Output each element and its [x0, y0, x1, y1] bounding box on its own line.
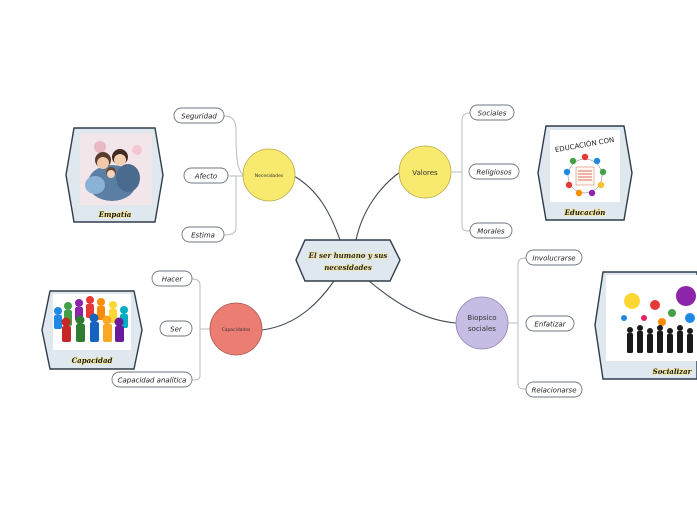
leaf-sociales[interactable]: Sociales: [469, 104, 515, 121]
leaf-label: Enfatizar: [534, 321, 566, 329]
leaf-relacionarse[interactable]: Relacionarse: [525, 381, 583, 398]
hub-connectors: [261, 171, 457, 331]
image-card-socializar[interactable]: Socializar: [594, 271, 697, 380]
hub-valores[interactable]: Valores: [398, 145, 452, 199]
leaf-label: Ser: [170, 326, 183, 334]
leaf-religiosos[interactable]: Religiosos: [468, 163, 520, 180]
leaf-label: Religiosos: [476, 169, 512, 177]
image-caption: Empatía: [98, 210, 132, 219]
hub-necesidades[interactable]: Necesidades: [242, 148, 296, 202]
hub-label: Necesidades: [255, 173, 284, 179]
image-caption: Capacidad: [72, 356, 113, 365]
hub-label: Valores: [412, 169, 438, 177]
leaf-morales[interactable]: Morales: [469, 222, 513, 239]
leaf-ser[interactable]: Ser: [159, 320, 193, 337]
necesidades-leaves: Seguridad Afecto Estima: [173, 107, 245, 243]
leaf-label: Capacidad analítica: [118, 377, 187, 385]
central-topic[interactable]: El ser humano y sus necesidades: [295, 239, 401, 282]
education-circle-image: [550, 130, 620, 202]
necesidades-brace: [223, 115, 245, 236]
capacidades-leaves: Hacer Ser Capacidad analítica: [111, 270, 211, 388]
connector-necesidades: [293, 175, 341, 241]
capacidades-brace: [191, 278, 211, 381]
connector-biopsico: [368, 280, 457, 324]
connector-capacidades: [261, 280, 335, 331]
leaf-label: Relacionarse: [531, 387, 576, 395]
leaf-label: Involucrarse: [532, 255, 575, 263]
hub-label-line2: sociales: [468, 325, 496, 333]
image-caption: Socializar: [653, 367, 693, 376]
leaf-label: Afecto: [194, 173, 217, 181]
leaf-label: Estima: [191, 232, 215, 240]
leaf-hacer[interactable]: Hacer: [151, 270, 193, 287]
hub-biopsico[interactable]: Biopsico sociales: [455, 296, 509, 350]
leaf-enfatizar[interactable]: Enfatizar: [525, 315, 575, 332]
connector-valores: [355, 171, 401, 241]
leaf-capacidad-analitica[interactable]: Capacidad analítica: [111, 371, 193, 388]
biopsico-leaves: Involucrarse Enfatizar Relacionarse: [508, 249, 583, 398]
leaf-estima[interactable]: Estima: [181, 226, 225, 243]
leaf-involucrarse[interactable]: Involucrarse: [525, 249, 583, 266]
image-card-empatia[interactable]: Empatía: [65, 127, 164, 223]
valores-leaves: Sociales Religiosos Morales: [452, 104, 520, 239]
leaf-seguridad[interactable]: Seguridad: [173, 107, 225, 124]
leaf-label: Sociales: [478, 110, 507, 118]
biopsico-brace: [508, 257, 527, 390]
people-silhouettes: [627, 325, 693, 353]
image-card-capacidad[interactable]: Capacidad: [41, 290, 143, 370]
leaf-label: Morales: [477, 228, 505, 236]
hub-capacidades[interactable]: Capacidades: [209, 302, 263, 356]
leaf-label: Hacer: [162, 276, 184, 284]
image-caption: Educación: [564, 208, 606, 217]
hub-label-line1: Biopsico: [467, 314, 496, 322]
leaf-afecto[interactable]: Afecto: [183, 167, 229, 184]
central-title-line2: necesidades: [324, 263, 372, 272]
image-card-educacion[interactable]: EDUCACIÓN CON Educación: [537, 125, 633, 221]
central-title-line1: El ser humano y sus: [308, 251, 388, 260]
valores-brace: [452, 112, 471, 232]
leaf-label: Seguridad: [181, 113, 217, 121]
hub-label: Capacidades: [222, 327, 251, 333]
